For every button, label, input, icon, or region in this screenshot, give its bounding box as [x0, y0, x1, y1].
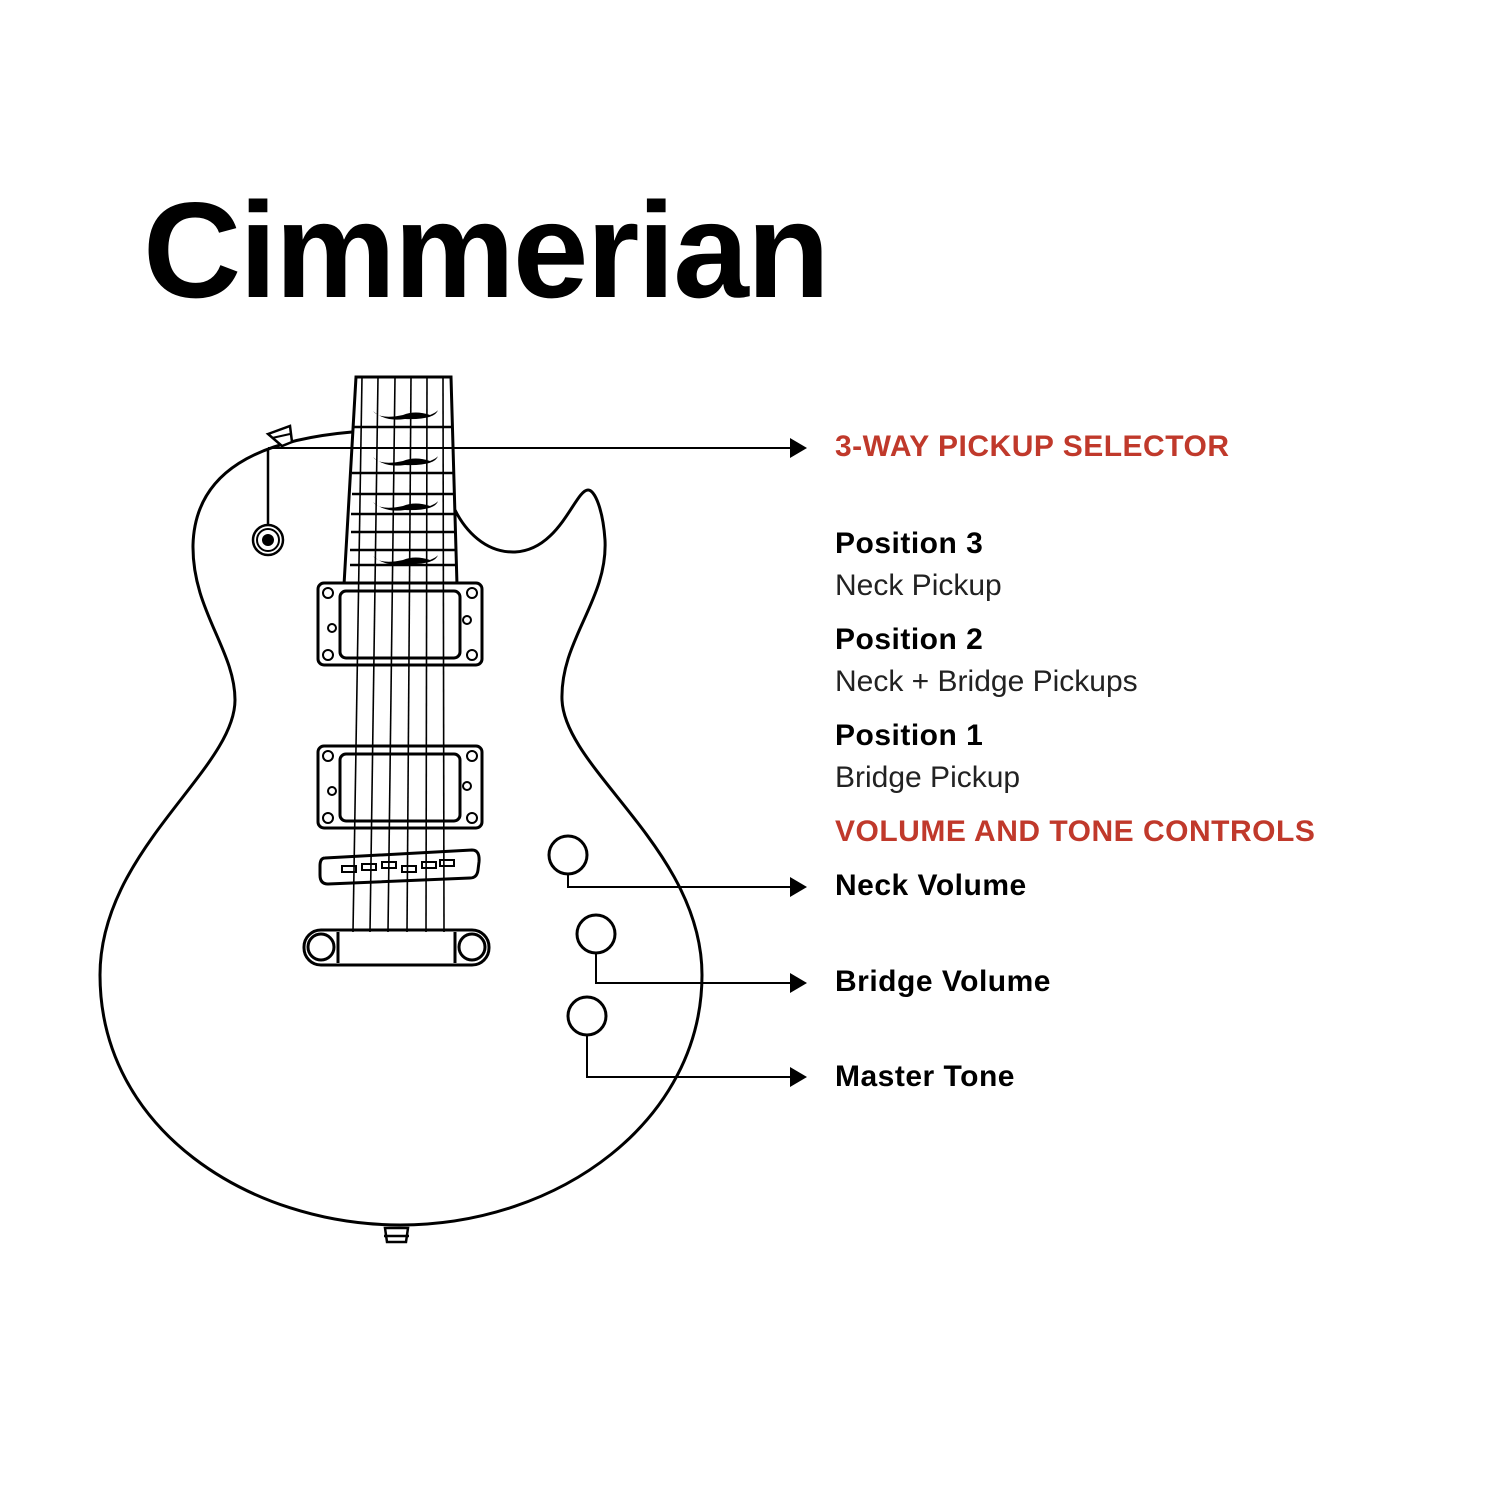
page-title: Cimmerian: [143, 174, 830, 326]
output-jack-icon: [251, 523, 285, 557]
frets: [350, 425, 456, 567]
position-3-label: Position 3: [835, 527, 984, 560]
neck-volume-label: Neck Volume: [835, 869, 1027, 902]
bridge-pickup: [316, 744, 484, 830]
strap-button-icon: [383, 1226, 410, 1244]
controls-heading: VOLUME AND TONE CONTROLS: [835, 815, 1316, 848]
position-1-desc: Bridge Pickup: [835, 761, 1021, 794]
inlays: [373, 410, 438, 565]
position-2-label: Position 2: [835, 623, 984, 656]
tailpiece: [302, 928, 491, 967]
neck-pickup: [316, 581, 484, 667]
bridge: [318, 848, 481, 886]
position-3-desc: Neck Pickup: [835, 569, 1002, 602]
guitar-body-outline: [98, 430, 704, 1227]
bridge-volume-label: Bridge Volume: [835, 965, 1051, 998]
selector-heading: 3-WAY PICKUP SELECTOR: [835, 430, 1230, 463]
master-tone-knob: [566, 995, 807, 1087]
bridge-volume-knob: [575, 913, 807, 993]
position-1-label: Position 1: [835, 719, 984, 752]
position-2-desc: Neck + Bridge Pickups: [835, 665, 1138, 698]
neck-volume-knob: [547, 834, 807, 897]
strings: [352, 376, 445, 933]
master-tone-label: Master Tone: [835, 1060, 1015, 1093]
